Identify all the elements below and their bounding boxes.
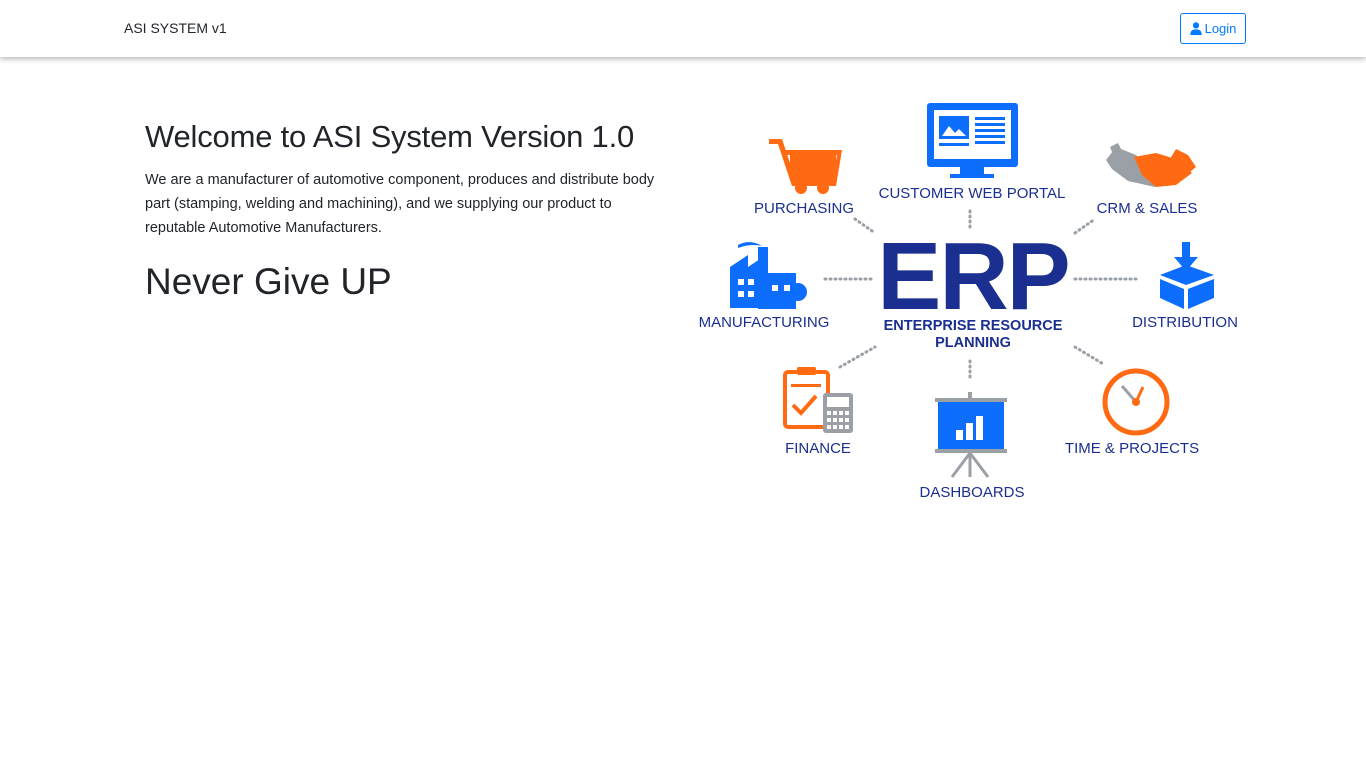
dashboard-easel-icon xyxy=(935,392,1007,478)
clock-icon xyxy=(1102,368,1170,436)
motto-heading: Never Give UP xyxy=(145,261,392,303)
erp-subtitle-line1: ENTERPRISE RESOURCE xyxy=(884,318,1063,334)
shopping-cart-icon xyxy=(769,139,842,194)
handshake-icon xyxy=(1106,143,1196,187)
company-description: We are a manufacturer of automotive comp… xyxy=(145,172,655,237)
user-icon xyxy=(1189,22,1202,35)
connector-lines xyxy=(823,209,1142,383)
brand-link[interactable]: ASI SYSTEM v1 xyxy=(124,20,227,36)
module-label-crm-sales: CRM & SALES xyxy=(1097,200,1198,217)
page-title: Welcome to ASI System Version 1.0 xyxy=(145,119,635,154)
module-label-customer-web-portal: CUSTOMER WEB PORTAL xyxy=(879,185,1066,202)
hero-section: Welcome to ASI System Version 1.0 We are… xyxy=(145,118,655,303)
factory-icon xyxy=(730,242,807,309)
module-label-finance: FINANCE xyxy=(785,440,851,457)
login-button[interactable]: Login xyxy=(1180,13,1246,44)
module-label-time-projects: TIME & PROJECTS xyxy=(1065,440,1199,457)
module-label-distribution: DISTRIBUTION xyxy=(1132,314,1238,331)
module-label-dashboards: DASHBOARDS xyxy=(919,484,1024,501)
erp-diagram: CUSTOMER WEB PORTAL PURCHASING CRM & SAL… xyxy=(690,95,1250,510)
module-label-purchasing: PURCHASING xyxy=(754,200,854,217)
clipboard-calculator-icon xyxy=(783,367,853,433)
box-arrow-icon xyxy=(1160,242,1214,309)
login-label: Login xyxy=(1204,21,1237,36)
monitor-icon xyxy=(927,103,1018,178)
erp-subtitle-line2: PLANNING xyxy=(935,335,1011,351)
erp-title: ERP xyxy=(877,223,1068,330)
module-label-manufacturing: MANUFACTURING xyxy=(699,314,830,331)
navbar: ASI SYSTEM v1 Login xyxy=(0,0,1366,57)
